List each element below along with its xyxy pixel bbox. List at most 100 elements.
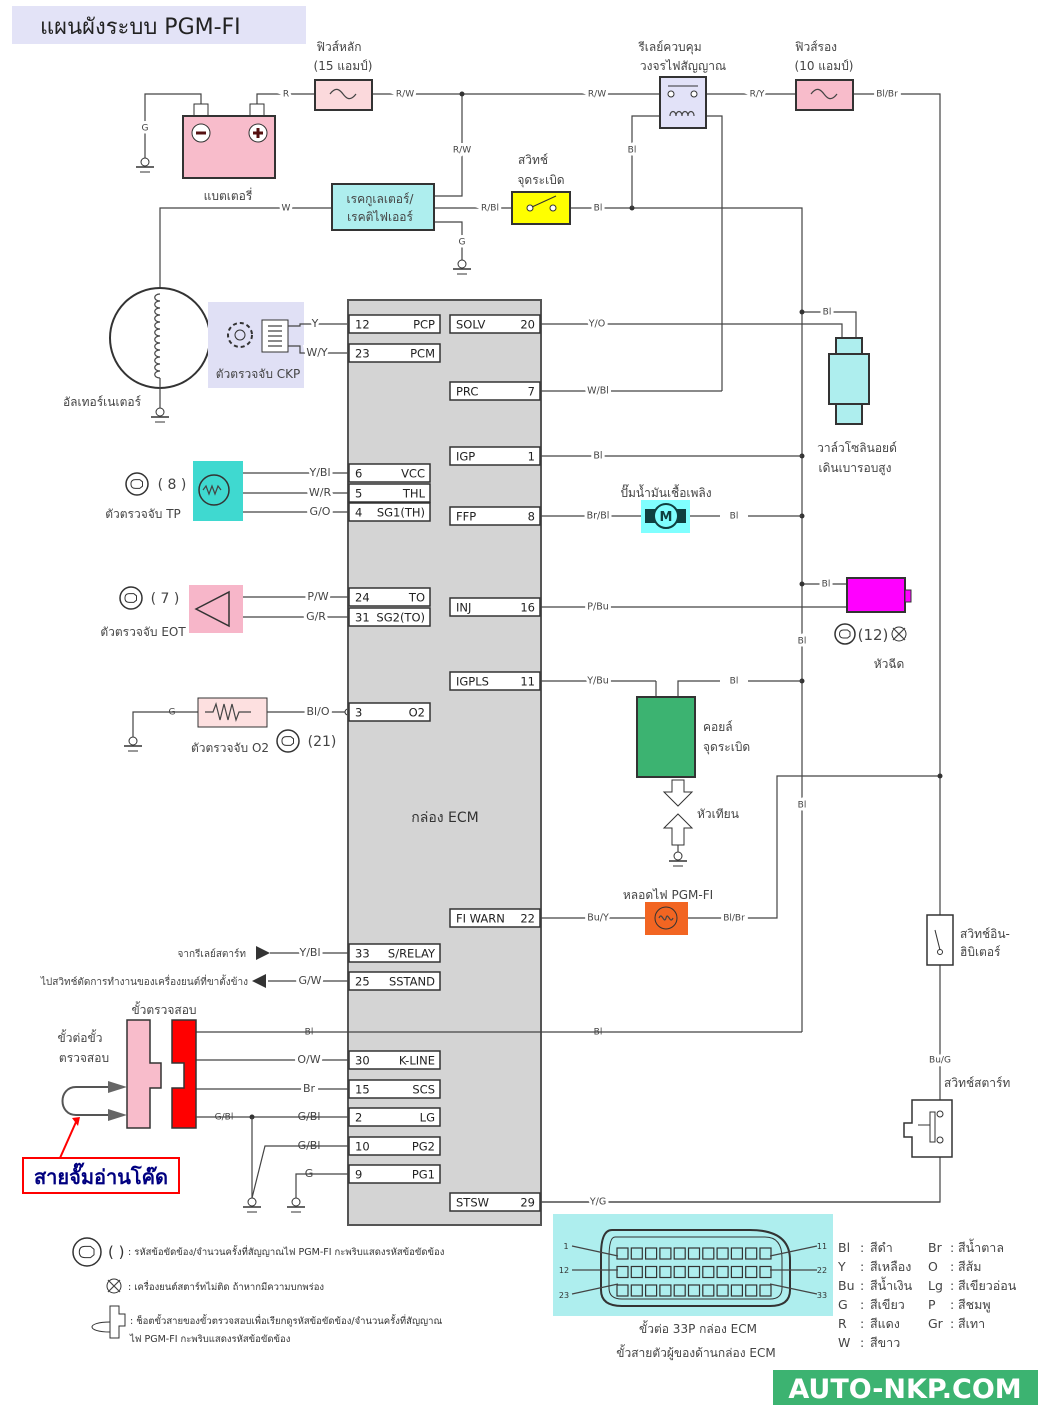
- wire-label: W/R: [309, 486, 332, 499]
- o2-label: ตัวตรวจจับ O2: [191, 741, 269, 755]
- ground-icon: [136, 157, 154, 173]
- wire-label: W/Y: [306, 346, 328, 359]
- to-sidestand-label: ไปสวิทช์ตัดการทำงานของเครื่องยนต์ที่ขาตั…: [40, 974, 248, 988]
- pin-box: [449, 381, 541, 401]
- wire-label: P/W: [307, 590, 328, 603]
- pin-box: [348, 1164, 441, 1184]
- color-code-item: P:สีชมพู: [928, 1297, 991, 1313]
- wire-label: Y/Bl: [298, 946, 320, 959]
- check-engine-icon: [834, 623, 856, 645]
- title-block: แผนผังระบบ PGM-FI: [12, 6, 306, 44]
- color-name: สีเหลือง: [870, 1259, 911, 1274]
- injector-code: (12): [858, 626, 889, 644]
- watermark-text: AUTO-NKP.COM: [788, 1374, 1021, 1405]
- injector: (12) หัวฉีด: [846, 577, 912, 671]
- connector-pin: [687, 1247, 701, 1260]
- wire-label: G/W: [298, 974, 321, 987]
- pin-name: FFP: [456, 510, 476, 524]
- pin-name: K-LINE: [399, 1054, 435, 1068]
- color-code: W: [838, 1335, 850, 1350]
- color-name: สีขาว: [870, 1335, 900, 1350]
- ignition-switch-label: สวิทช์: [518, 153, 548, 167]
- injector-label: หัวฉีด: [874, 657, 905, 671]
- from-starter-relay-label: จากรีเลย์สตาร์ท: [178, 948, 246, 960]
- gear-icon: [227, 322, 253, 348]
- legend-nostart-desc: : เครื่องยนต์สตาร์ทไม่ติด ถ้าหากมีความบก…: [128, 1280, 324, 1293]
- color-code: P: [928, 1297, 936, 1312]
- color-code: Bu: [838, 1278, 855, 1293]
- connector-pin: [730, 1247, 744, 1260]
- pin-name: TO: [408, 591, 425, 605]
- dlc-jumper-label-2: ตรวจสอบ: [59, 1051, 109, 1065]
- sub-fuse: ฟิวส์รอง (10 แอมป์): [795, 40, 854, 111]
- sub-fuse-rating: (10 แอมป์): [795, 59, 854, 73]
- pin-label: 11: [817, 1242, 827, 1251]
- color-name: สีส้ม: [958, 1259, 982, 1274]
- wire-label: Bl: [798, 801, 807, 811]
- data-link-connector: ขั้วตรวจสอบ ขั้วต่อขั้ว ตรวจสอบ สายจั๊มอ…: [22, 1001, 348, 1199]
- color-separator: :: [950, 1259, 954, 1274]
- wire-label: Br: [303, 1082, 316, 1095]
- connector-pin: [687, 1265, 701, 1279]
- pin-label: 23: [559, 1291, 569, 1300]
- connector-pin: [659, 1265, 672, 1279]
- power-wires: [144, 91, 943, 1203]
- pin-name: FI WARN: [456, 912, 505, 926]
- legend-jumper-desc: : ช็อตขั้วสายของขั้วตรวจสอบเพื่อเรียกดูร…: [130, 1314, 442, 1327]
- solenoid-label-2: เดินเบารอบสูง: [818, 461, 891, 476]
- check-engine-icon: [125, 472, 149, 496]
- wire-label: Y/Bl: [308, 466, 330, 479]
- color-name: สีดำ: [870, 1240, 893, 1255]
- arrow-left-icon: [252, 974, 266, 988]
- wire-label: W: [282, 204, 291, 214]
- color-separator: :: [860, 1316, 864, 1331]
- wire-label: R: [283, 90, 289, 100]
- pump-label: ปั๊มน้ำมันเชื้อเพลิง: [620, 484, 711, 500]
- wire-label: Bl/O: [307, 705, 330, 718]
- color-separator: :: [860, 1335, 864, 1350]
- wire-label: Bl: [593, 451, 602, 462]
- color-code-item: G:สีเขียว: [838, 1297, 905, 1312]
- connector-pin: [673, 1284, 686, 1297]
- connector-pin: [644, 1265, 658, 1279]
- wire-label: Bl: [594, 204, 603, 214]
- wire-label: Y: [311, 317, 319, 330]
- connector-pins: [616, 1247, 772, 1297]
- color-separator: :: [950, 1316, 954, 1331]
- wire-labels: R R/W R/W R/W R/Y Bl/Br G W R/Bl G Bl Bl…: [139, 87, 954, 1126]
- signal-relay: รีเลย์ควบคุม วงจรไฟสัญญาณ: [638, 40, 726, 129]
- spark-plug-label: หัวเทียน: [697, 807, 739, 821]
- tp-code: ( 8 ): [158, 477, 187, 493]
- pin-number: 16: [520, 601, 535, 615]
- starter-switch: สวิทช์สตาร์ท: [903, 1076, 1010, 1158]
- legend-jumper-desc-2: ไฟ PGM-FI กะพริบแสดงรหัสข้อขัดข้อง: [129, 1333, 290, 1345]
- wire-label: Bl: [730, 677, 739, 687]
- starter-switch-label: สวิทช์สตาร์ท: [944, 1076, 1010, 1090]
- connector-pin: [616, 1265, 629, 1279]
- pin-box: [449, 506, 541, 526]
- pin-name: LG: [420, 1111, 435, 1125]
- ground-icon: [151, 407, 169, 423]
- pin-box: [348, 607, 431, 627]
- main-fuse-rating: (15 แอมป์): [314, 59, 373, 73]
- pin-name: O2: [409, 706, 425, 720]
- color-separator: :: [950, 1297, 954, 1312]
- pin-box: [348, 463, 431, 483]
- pin-number: 6: [355, 467, 362, 481]
- pin-name: S/RELAY: [388, 947, 436, 961]
- external-signals: จากรีเลย์สตาร์ท ไปสวิทช์ตัดการทำงานของเค…: [40, 946, 270, 988]
- fuse-icon: [810, 88, 838, 100]
- pin-name: INJ: [456, 601, 471, 615]
- regulator-rectifier: เรคกูเลเตอร์/ เรคติไฟเออร์: [331, 183, 435, 231]
- connector-pin: [730, 1284, 744, 1297]
- pin-number: 4: [355, 506, 362, 520]
- color-name: สีเทา: [958, 1316, 985, 1331]
- pin-number: 2: [355, 1111, 362, 1125]
- color-code: G: [838, 1297, 848, 1312]
- ckp-label: ตัวตรวจจับ CKP: [216, 367, 301, 381]
- pin-name: IGP: [456, 450, 475, 464]
